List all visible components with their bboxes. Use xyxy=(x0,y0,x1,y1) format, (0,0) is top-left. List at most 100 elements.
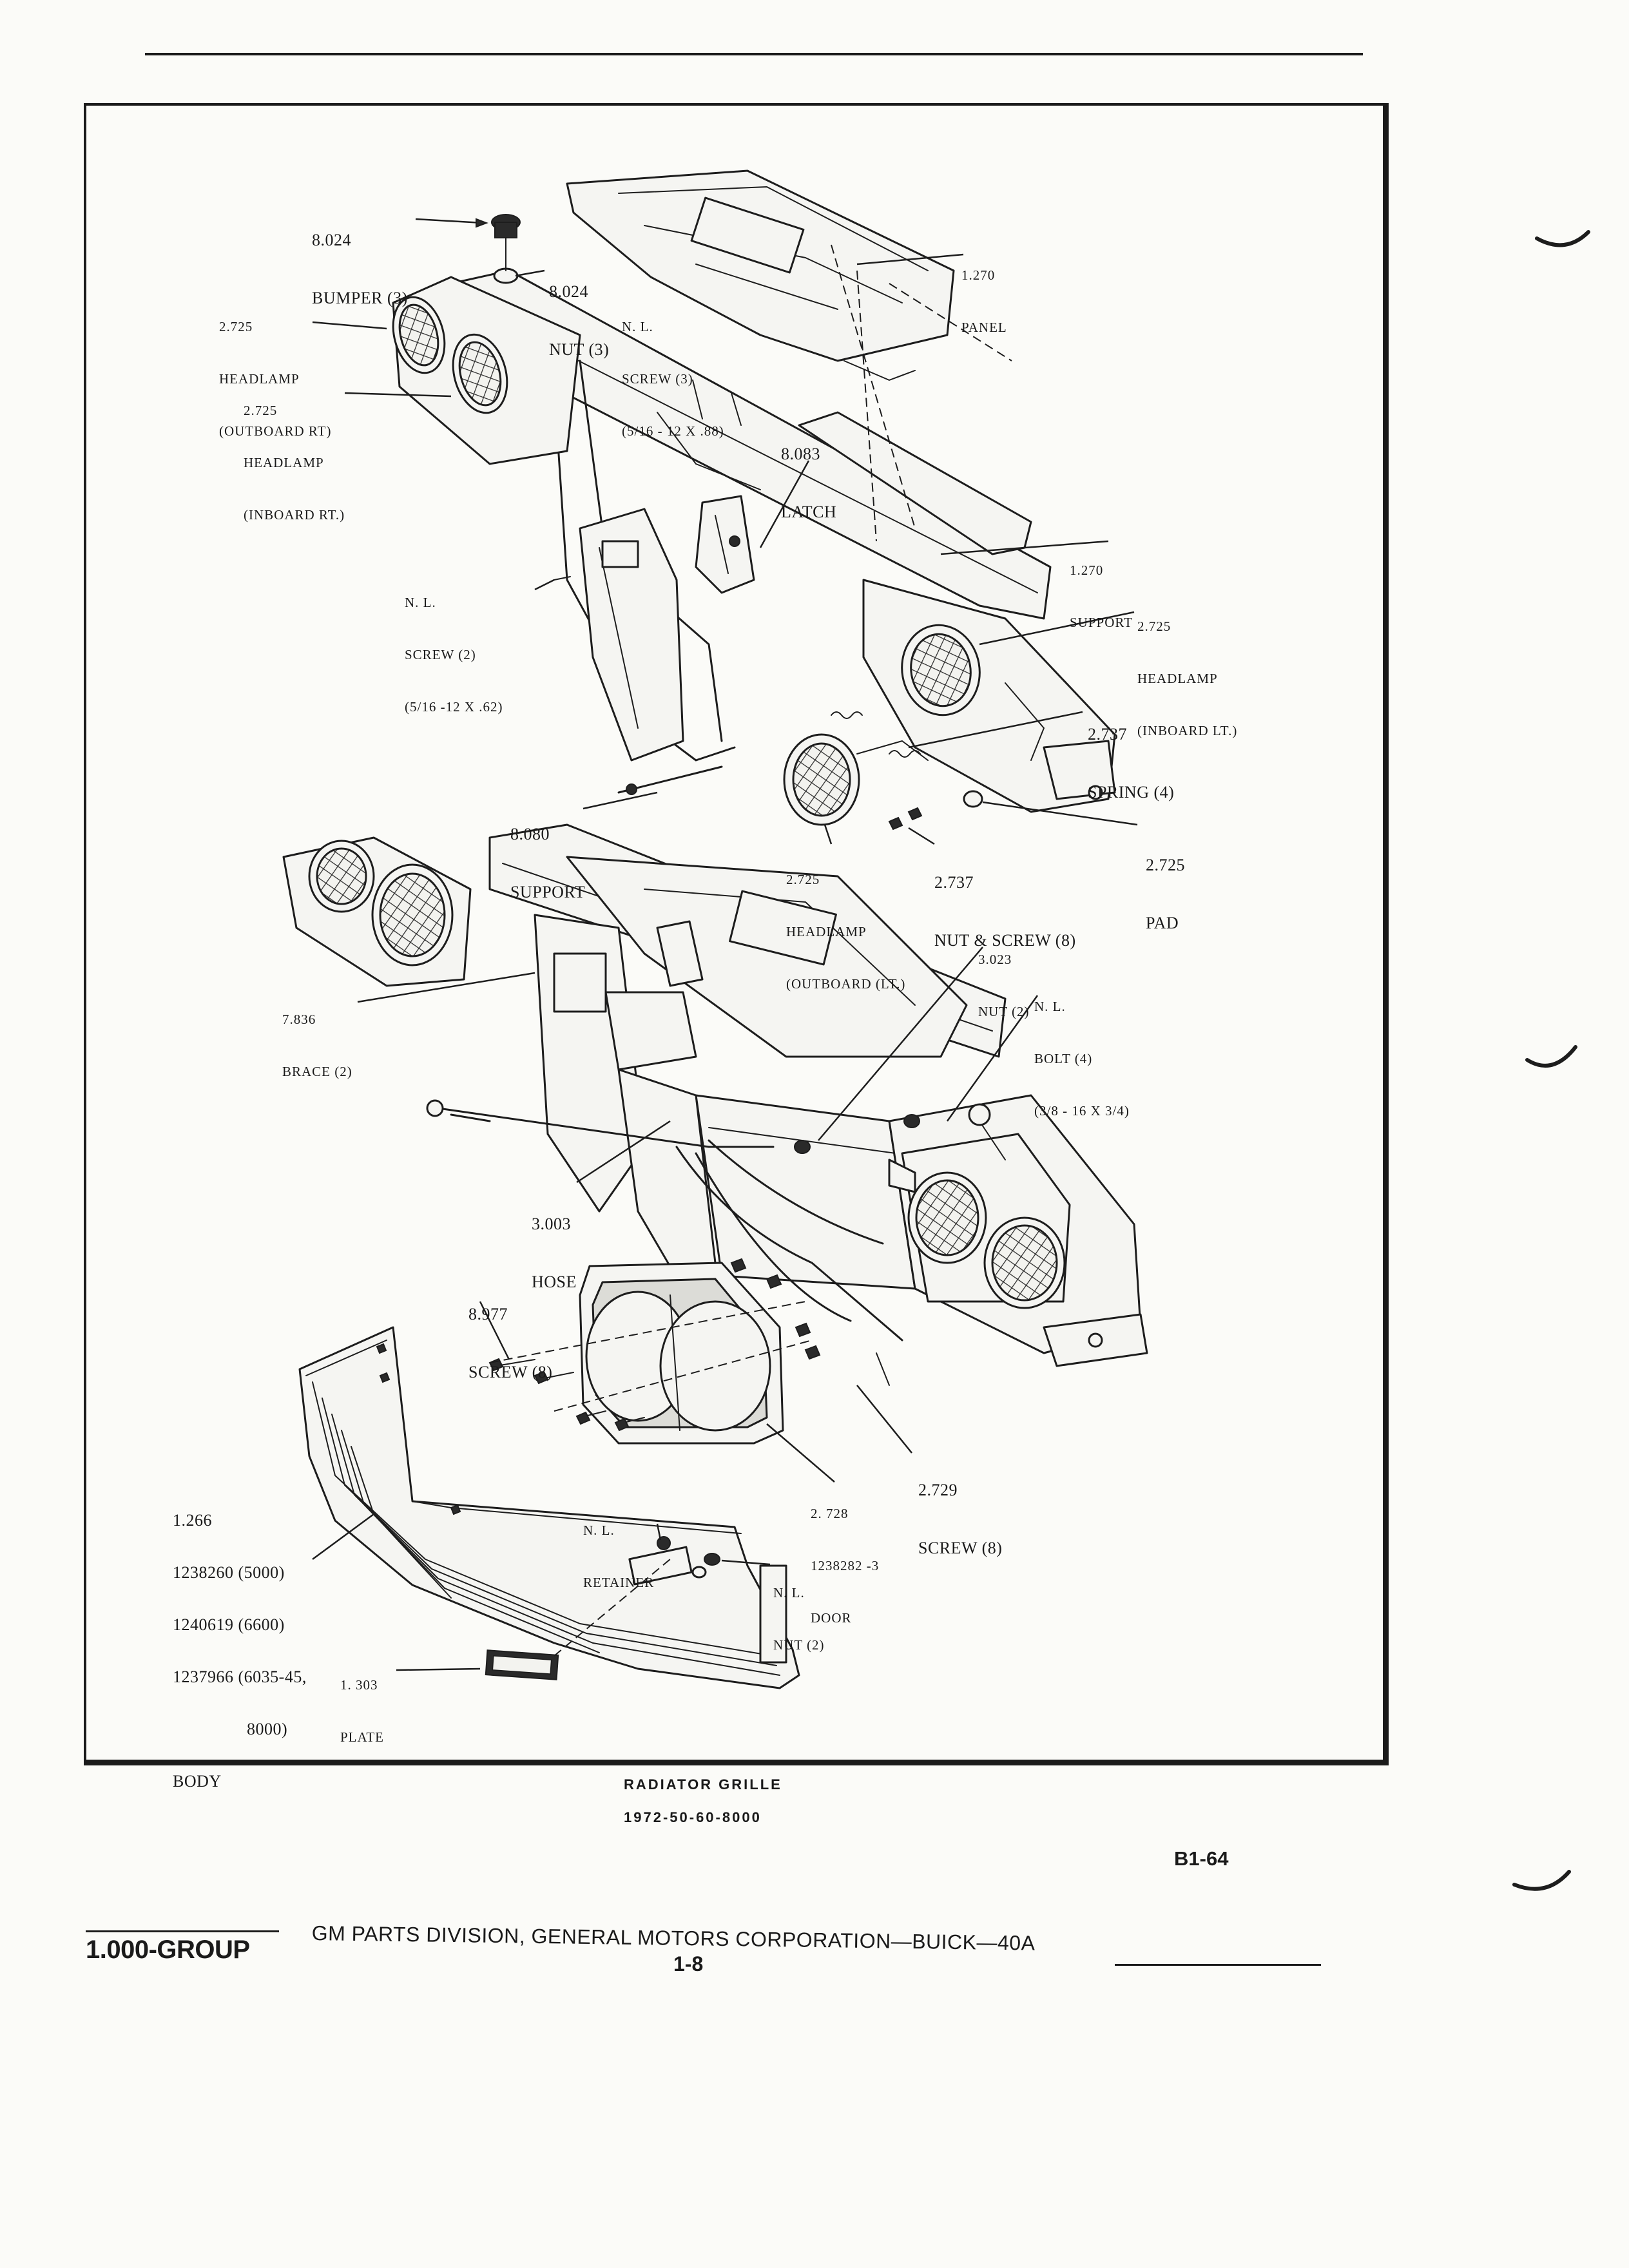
label-nut-mid-num: 3.023 xyxy=(978,952,1012,967)
label-brace: 7.836 BRACE (2) xyxy=(282,976,352,1098)
label-pad-text: PAD xyxy=(1146,914,1179,932)
label-body-line5: 8000) xyxy=(247,1720,288,1738)
label-latch-num: 8.083 xyxy=(781,445,820,463)
label-nut-mid-text: NUT (2) xyxy=(978,1004,1030,1019)
label-body-line1: 1.266 xyxy=(173,1511,212,1530)
label-headlamp-inboard-lt-num: 2.725 xyxy=(1137,619,1171,634)
label-spring-text: SPRING (4) xyxy=(1088,783,1175,802)
label-headlamp-outboard-rt-num: 2.725 xyxy=(219,319,253,334)
radiator-support-side-left xyxy=(579,508,684,762)
label-panel-num: 1.270 xyxy=(961,267,996,283)
label-plate-num: 1. 303 xyxy=(340,1677,378,1693)
illustration-frame xyxy=(84,103,1389,1765)
label-headlamp-outboard-rt-line1: HEADLAMP xyxy=(219,371,300,387)
label-screw-nl-top-num: N. L. xyxy=(622,319,653,334)
label-screw-nl-mid-line2: (5/16 -12 x .62) xyxy=(405,699,503,715)
label-headlamp-inboard-rt: 2.725 HEADLAMP (INBOARD RT.) xyxy=(244,367,345,541)
label-headlamp-inboard-lt-line1: HEADLAMP xyxy=(1137,671,1218,686)
label-brace-num: 7.836 xyxy=(282,1012,316,1027)
label-headlamp-outboard-lt: 2.725 HEADLAMP (OUTBOARD (LT.) xyxy=(786,836,905,1010)
label-retainer: N. L. RETAINER xyxy=(583,1487,654,1609)
label-hose-num: 3.003 xyxy=(532,1215,571,1233)
label-screw-door-text: SCREW (8) xyxy=(918,1539,1003,1557)
headlamp-housing-right xyxy=(392,276,581,465)
label-screw-bezel: 8.977 SCREW (8) xyxy=(468,1266,552,1401)
label-support-lower-num: 8.080 xyxy=(510,825,550,843)
label-bumper-text: BUMPER (3) xyxy=(312,289,408,307)
label-bumper: 8.024 BUMPER (3) xyxy=(312,192,408,327)
label-headlamp-inboard-rt-line1: HEADLAMP xyxy=(244,455,324,470)
label-panel: 1.270 PANEL xyxy=(961,232,1007,354)
label-support-lower: 8.080 SUPPORT xyxy=(510,786,585,921)
label-bolt-line2: (3/8 - 16 x 3/4) xyxy=(1034,1103,1130,1119)
label-nut-top-num: 8.024 xyxy=(549,282,588,301)
label-nut-nl-bottom: N. L. NUT (2) xyxy=(773,1550,825,1671)
label-headlamp-outboard-lt-line1: HEADLAMP xyxy=(786,924,867,939)
label-bumper-num: 8.024 xyxy=(312,231,351,249)
label-plate: 1. 303 PLATE xyxy=(340,1642,384,1763)
label-screw-nl-top: N. L. SCREW (3) (5/16 - 12 x .88) xyxy=(622,284,724,457)
label-pad: 2.725 PAD xyxy=(1146,817,1185,952)
label-bolt-num: N. L. xyxy=(1034,999,1066,1014)
label-nut-screw-text: NUT & SCREW (8) xyxy=(934,931,1076,950)
label-nut-screw-num: 2.737 xyxy=(934,873,974,892)
label-bolt: N. L. BOLT (4) (3/8 - 16 x 3/4) xyxy=(1034,963,1130,1137)
label-panel-text: PANEL xyxy=(961,320,1007,335)
figure-caption-title: RADIATOR GRILLE xyxy=(624,1776,782,1792)
label-screw-bezel-num: 8.977 xyxy=(468,1305,508,1323)
label-pad-num: 2.725 xyxy=(1146,856,1185,874)
label-support-lower-text: SUPPORT xyxy=(510,883,586,901)
label-headlamp-outboard-lt-line2: (OUTBOARD (LT.) xyxy=(786,976,906,992)
footer-page-number: 1-8 xyxy=(673,1952,704,1975)
label-body-line6: BODY xyxy=(173,1772,222,1791)
label-plate-text: PLATE xyxy=(340,1729,384,1745)
front-end-assembled xyxy=(282,823,1148,1367)
headlamp-springs xyxy=(831,711,921,758)
top-rule xyxy=(145,53,1363,55)
buick-plate xyxy=(485,1649,559,1680)
label-screw-nl-mid: N. L. SCREW (2) (5/16 -12 x .62) xyxy=(405,559,503,733)
label-headlamp-inboard-lt: 2.725 HEADLAMP (INBOARD LT.) xyxy=(1137,583,1237,757)
headlamp-outboard-left xyxy=(783,733,929,826)
headlamp-door-bezel xyxy=(579,1262,784,1445)
label-body: 1.266 1238260 (5000) 1240619 (6600) 1237… xyxy=(173,1477,307,1807)
label-retainer-num: N. L. xyxy=(583,1523,615,1538)
label-door: 2. 728 1238282 -3 DOOR xyxy=(811,1470,879,1644)
label-nut-mid: 3.023 NUT (2) xyxy=(978,916,1030,1038)
footer-group: 1.000-GROUP xyxy=(86,1936,250,1964)
label-nut-nl-bottom-text: NUT (2) xyxy=(773,1637,825,1653)
label-support-upper: 1.270 SUPPORT xyxy=(1070,527,1133,649)
label-latch-text: LATCH xyxy=(781,503,837,521)
label-screw-nl-mid-line1: SCREW (2) xyxy=(405,647,476,662)
label-body-line3: 1240619 (6600) xyxy=(173,1615,285,1634)
label-screw-nl-mid-num: N. L. xyxy=(405,595,436,610)
headlamp-pad xyxy=(963,790,983,808)
hood-bumper xyxy=(491,214,521,284)
label-body-line2: 1238260 (5000) xyxy=(173,1563,285,1582)
label-brace-text: BRACE (2) xyxy=(282,1064,352,1079)
label-headlamp-inboard-rt-line2: (INBOARD RT.) xyxy=(244,507,345,523)
label-nut-screw: 2.737 NUT & SCREW (8) xyxy=(934,834,1076,970)
label-door-num: 2. 728 xyxy=(811,1506,849,1521)
footer-rule-left xyxy=(86,1930,279,1932)
leader-lines xyxy=(312,218,1138,1671)
label-screw-nl-top-line2: (5/16 - 12 x .88) xyxy=(622,423,724,439)
label-headlamp-inboard-lt-line2: (INBOARD LT.) xyxy=(1137,723,1238,738)
label-body-line4: 1237966 (6035-45, xyxy=(173,1667,307,1686)
label-bolt-line1: BOLT (4) xyxy=(1034,1051,1093,1066)
bezel-screws xyxy=(488,1258,890,1432)
page-reference: B1-64 xyxy=(1174,1847,1229,1870)
label-retainer-text: RETAINER xyxy=(583,1575,655,1590)
label-spring-num: 2.737 xyxy=(1088,725,1127,744)
label-screw-bezel-text: SCREW (8) xyxy=(468,1363,553,1381)
label-headlamp-outboard-rt-line2: (OUTBOARD RT) xyxy=(219,423,332,439)
screws-upper xyxy=(554,380,923,831)
label-hose-text: HOSE xyxy=(532,1273,577,1291)
label-nut-top-text: NUT (3) xyxy=(549,340,610,359)
label-nut-nl-bottom-num: N. L. xyxy=(773,1585,805,1600)
retainer xyxy=(628,1536,720,1586)
label-door-line1: 1238282 -3 xyxy=(811,1558,880,1573)
radiator-panel xyxy=(566,169,955,381)
label-headlamp-outboard-rt: 2.725 HEADLAMP (OUTBOARD RT) xyxy=(219,284,331,457)
